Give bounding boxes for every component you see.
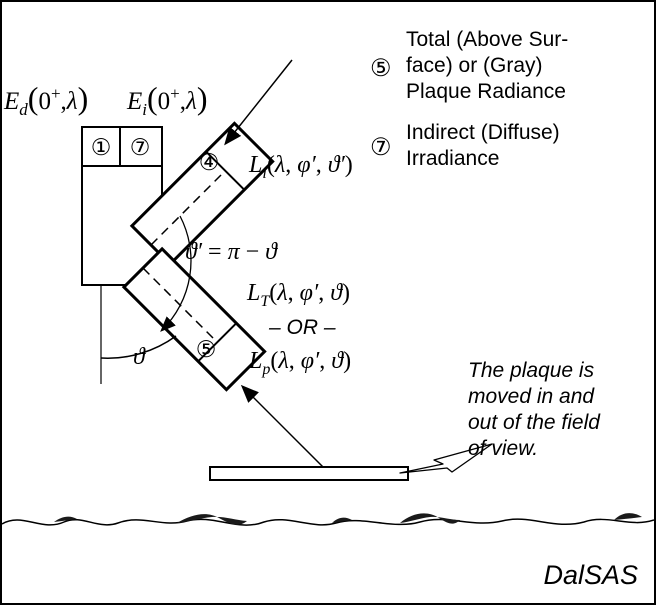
theta-prime-arc: [160, 215, 192, 332]
ed-equation: Ed(0+,λ): [3, 80, 88, 119]
or-label: – OR –: [268, 316, 336, 339]
svg-text:Ed(0+,λ): Ed(0+,λ): [3, 80, 88, 119]
sensor-label-7: ⑦: [130, 134, 151, 160]
lp-equation: Lp(λ, φ′, ϑ): [248, 348, 351, 378]
svg-text:Ei(0+,λ): Ei(0+,λ): [126, 80, 208, 119]
plaque-pointer-arrow: [399, 443, 493, 474]
legend-text-7-line2: Irradiance: [406, 147, 500, 170]
brand-label: DalSAS: [543, 560, 638, 590]
caption-line-4: of view.: [468, 437, 539, 460]
sensor-label-5: ⑤: [196, 336, 217, 362]
caption-line-1: The plaque is: [468, 359, 595, 382]
theta-arc: [100, 335, 177, 359]
theta-label: ϑ: [133, 344, 146, 370]
sky-radiance-sensor: [129, 121, 275, 267]
li-equation: Li(λ, φ′, ϑ′): [248, 152, 353, 182]
plaque-ray-arrow: [240, 384, 325, 469]
sea-surface: [2, 513, 654, 526]
total-radiance-sensor: [121, 246, 267, 392]
legend-marker-7: ⑦: [370, 134, 392, 161]
ei-equation: Ei(0+,λ): [126, 80, 208, 119]
svg-text:Lp(λ, φ′, ϑ): Lp(λ, φ′, ϑ): [248, 348, 351, 378]
caption-line-2: moved in and: [468, 385, 595, 408]
caption-line-3: out of the field: [468, 411, 600, 434]
sky-ray-arrow: [224, 59, 293, 146]
svg-text:Li(λ, φ′, ϑ′): Li(λ, φ′, ϑ′): [248, 152, 353, 182]
sensor-label-1: ①: [91, 134, 112, 160]
legend-text-5-line1: Total (Above Sur-: [406, 28, 569, 51]
legend-text-5-line3: Plaque Radiance: [406, 80, 566, 103]
theta-prime-equation: ϑ′ = π − ϑ: [185, 239, 278, 265]
svg-text:ϑ′ = π − ϑ: ϑ′ = π − ϑ: [185, 239, 278, 265]
irradiance-sensor: ① ⑦: [81, 126, 163, 286]
lt-equation: LT(λ, φ′, ϑ): [246, 280, 350, 310]
legend-marker-5: ⑤: [370, 55, 392, 82]
plaque: [209, 466, 409, 481]
legend-text-5-line2: face) or (Gray): [406, 54, 543, 77]
svg-text:LT(λ, φ′, ϑ): LT(λ, φ′, ϑ): [246, 280, 350, 310]
legend-text-7-line1: Indirect (Diffuse): [406, 121, 560, 144]
sensor-label-4: ④: [199, 149, 220, 175]
